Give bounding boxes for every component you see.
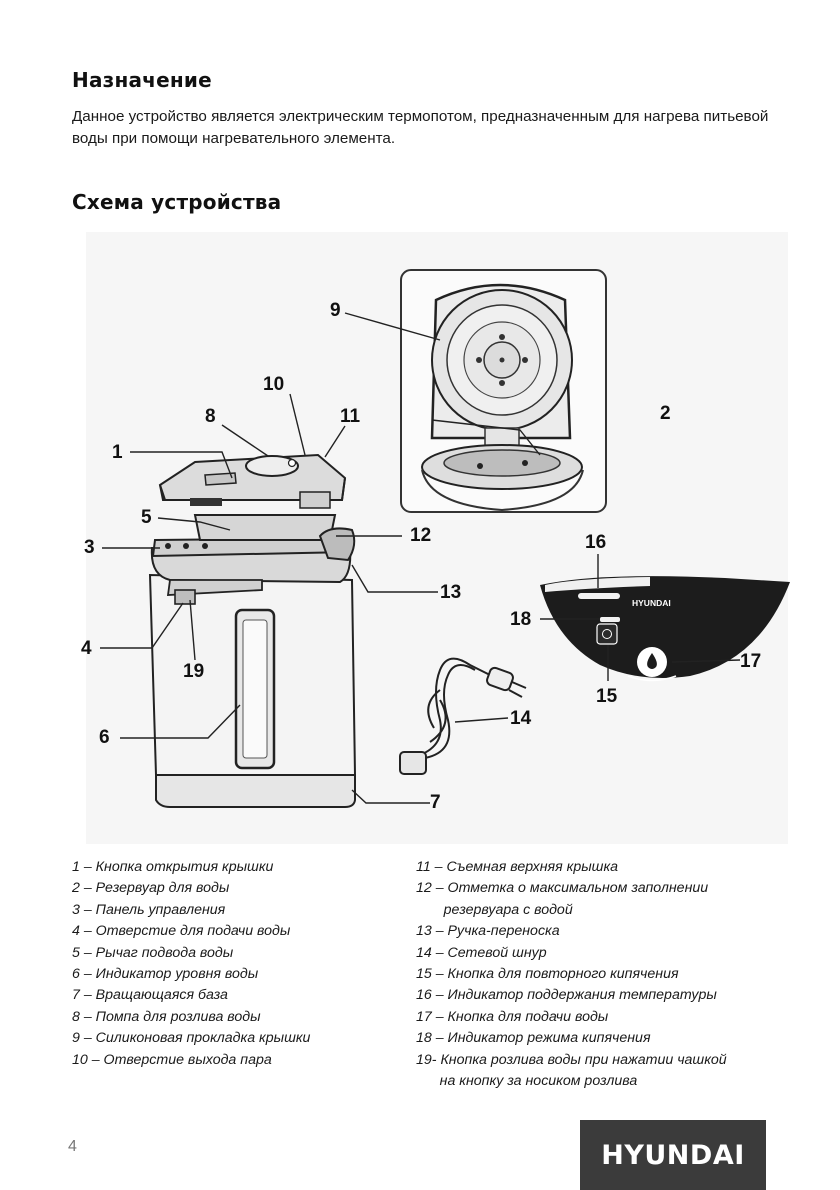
brand-logo: HYUNDAI [580, 1120, 766, 1190]
callout-12: 12 [410, 525, 431, 546]
legend-item: резервуара с водой [416, 901, 573, 918]
legend-item: 6 – Индикатор уровня воды [72, 966, 259, 983]
callout-4: 4 [81, 638, 92, 659]
callout-9: 9 [330, 300, 341, 321]
callout-7: 7 [430, 792, 441, 813]
callout-16: 16 [585, 532, 606, 553]
callout-5: 5 [141, 507, 152, 528]
legend-item: 13 – Ручка-переноска [416, 923, 560, 940]
legend-item: 15 – Кнопка для повторного кипячения [416, 966, 679, 983]
callout-19: 19 [183, 661, 204, 682]
callout-14: 14 [510, 708, 532, 729]
reboil-button-icon [596, 623, 618, 645]
power-cord-illustration [399, 657, 527, 775]
section-heading-purpose: Назначение [72, 68, 212, 92]
legend-item: 9 – Силиконовая прокладка крышки [72, 1030, 311, 1047]
callout-18: 18 [510, 609, 531, 630]
callout-8: 8 [205, 406, 216, 427]
legend-item: 5 – Рычаг подвода воды [72, 944, 234, 961]
legend-left-list: 1 – Кнопка открытия крышки 2 – Резервуар … [72, 857, 310, 1071]
callout-15: 15 [596, 686, 618, 707]
callout-3: 3 [84, 537, 95, 558]
device-diagram: HYUNDAI 1 2 [81, 269, 790, 813]
callout-17: 17 [740, 651, 761, 672]
callout-10: 10 [263, 374, 284, 395]
legend-item: 2 – Резервуар для воды [72, 880, 230, 897]
legend-item: 19- Кнопка розлива воды при нажатии чашк… [416, 1051, 727, 1068]
callout-11: 11 [340, 406, 361, 427]
section-heading-scheme: Схема устройства [72, 190, 282, 214]
legend-item: 12 – Отметка о максимальном заполнении [416, 880, 709, 897]
legend-item: 18 – Индикатор режима кипячения [416, 1030, 651, 1047]
callout-13: 13 [440, 582, 461, 603]
legend-item: 8 – Помпа для розлива воды [72, 1008, 261, 1025]
callout-6: 6 [99, 727, 110, 748]
intro-paragraph: Данное устройство является электрическим… [72, 108, 769, 147]
legend-item: 7 – Вращающаяся база [72, 987, 228, 1004]
legend-item: 3 – Панель управления [72, 901, 226, 918]
legend-item: 17 – Кнопка для подачи воды [416, 1008, 609, 1025]
control-panel-inset: HYUNDAI [540, 576, 790, 682]
open-lid-inset [400, 269, 607, 513]
legend-item: на кнопку за носиком розлива [416, 1073, 638, 1090]
legend-item: 14 – Сетевой шнур [416, 944, 547, 961]
page-number: 4 [68, 1138, 77, 1155]
legend-item: 4 – Отверстие для подачи воды [72, 923, 291, 940]
legend-item: 1 – Кнопка открытия крышки [72, 859, 274, 875]
callout-1: 1 [112, 442, 123, 463]
thermopot-illustration [148, 453, 357, 808]
callout-numbers: 1 2 3 4 5 6 7 8 9 10 11 12 13 14 15 16 1… [81, 300, 761, 813]
legend-right-list: 11 – Съемная верхняя крышка 12 – Отметка … [416, 857, 727, 1092]
legend-item: 10 – Отверстие выхода пара [72, 1051, 272, 1068]
leader-lines [100, 312, 741, 804]
legend-item: 11 – Съемная верхняя крышка [416, 859, 619, 875]
panel-brand-text: HYUNDAI [632, 598, 671, 608]
legend-item: 16 – Индикатор поддержания температуры [416, 987, 717, 1004]
callout-2: 2 [660, 403, 671, 424]
